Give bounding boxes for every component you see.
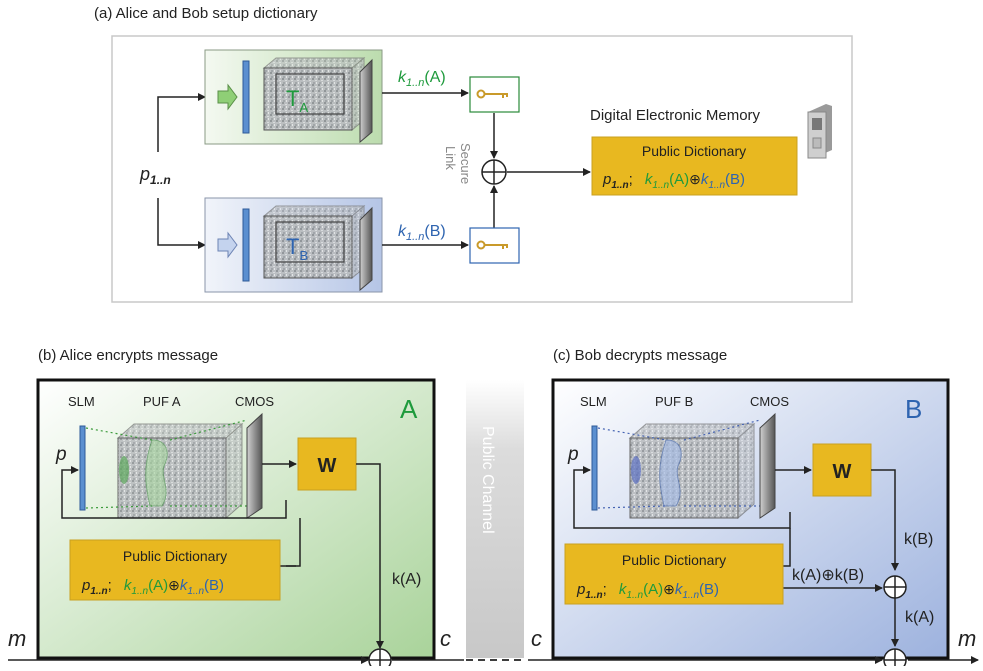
w-label: W — [318, 455, 337, 477]
dictionary-entry: p1..n; k1..n(A)⊕k1..n(B) — [576, 581, 719, 601]
panel-c-lines — [528, 466, 979, 664]
slm-label: SLM — [580, 394, 607, 409]
cmos-sensor — [759, 412, 776, 519]
panel-c-frame — [551, 378, 950, 660]
key-icon — [476, 240, 508, 250]
key-xor-label: k(A)⊕k(B) — [792, 567, 864, 584]
public-dictionary-a: Public Dictionary p1..n; k1..n(A)⊕k1..n(… — [591, 136, 798, 196]
token-b-device: TB — [204, 197, 383, 293]
xor-symbol — [368, 648, 392, 671]
panel-c-title: (c) Bob decrypts message — [553, 347, 727, 364]
arrow-in-icon — [217, 83, 238, 111]
slm-bar — [79, 425, 86, 511]
xor-symbol — [481, 159, 507, 185]
secure-link-label: Secure Link — [443, 143, 473, 188]
panel-c-corner: B — [905, 394, 922, 424]
w-box-b: W — [812, 443, 872, 497]
dictionary-title: Public Dictionary — [123, 548, 227, 564]
key-a-label: k1..n(A) — [398, 69, 446, 89]
server-icon — [807, 104, 832, 159]
panel-a-input-p: p1..n — [139, 164, 171, 187]
slm-bar — [591, 425, 598, 511]
w-label: W — [833, 461, 852, 483]
panel-a-title: (a) Alice and Bob setup dictionary — [94, 5, 318, 22]
cmos-sensor — [246, 412, 263, 519]
cmos-sensor — [359, 58, 373, 144]
dictionary-title: Public Dictionary — [642, 143, 746, 159]
cipher-c-in: c — [531, 626, 542, 651]
panel-b-title: (b) Alice encrypts message — [38, 347, 218, 364]
input-p: p — [55, 444, 67, 465]
public-dictionary-b: Public Dictionary p1..n; k1..n(A)⊕k1..n(… — [69, 539, 281, 601]
cmos-label: CMOS — [750, 394, 789, 409]
dictionary-entry: p1..n; k1..n(A)⊕k1..n(B) — [81, 577, 224, 597]
input-p: p — [567, 444, 579, 465]
arrow-in-icon — [217, 231, 238, 259]
key-box-b — [469, 227, 520, 264]
key-a-label: k(A) — [905, 609, 934, 626]
key-b-label: k1..n(B) — [398, 223, 446, 243]
puf-b-device — [591, 412, 776, 520]
token-a-device: TA — [204, 49, 383, 145]
slm-bar — [242, 60, 250, 134]
dictionary-title: Public Dictionary — [622, 552, 726, 568]
cmos-sensor — [359, 206, 373, 292]
slm-bar — [242, 208, 250, 282]
xor-symbol — [883, 648, 907, 671]
key-b-label: k(B) — [904, 531, 933, 548]
message-m-in: m — [8, 626, 26, 651]
memory-label: Digital Electronic Memory — [590, 107, 761, 124]
panel-b-frame — [36, 378, 436, 660]
key-box-a — [469, 76, 520, 113]
dictionary-entry: p1..n; k1..n(A)⊕k1..n(B) — [602, 171, 745, 191]
panel-a-key-lines — [382, 89, 591, 249]
token-b-label: TB — [286, 234, 308, 263]
puf-label: PUF A — [143, 394, 181, 409]
token-b-cube — [264, 216, 352, 278]
cipher-c-out: c — [440, 626, 451, 651]
public-channel — [466, 380, 524, 658]
xor-symbol — [883, 575, 907, 599]
key-icon — [476, 89, 508, 99]
panel-b-corner: A — [400, 394, 418, 424]
puf-label: PUF B — [655, 394, 693, 409]
token-a-label: TA — [286, 86, 308, 115]
cmos-label: CMOS — [235, 394, 274, 409]
panel-a-input-split — [157, 93, 206, 249]
w-box-a: W — [297, 437, 357, 491]
public-dictionary-c: Public Dictionary p1..n; k1..n(A)⊕k1..n(… — [564, 543, 784, 605]
public-channel-label: Public Channel — [479, 426, 496, 534]
slm-label: SLM — [68, 394, 95, 409]
panel-b-lines — [8, 460, 464, 664]
token-a-cube — [264, 68, 352, 130]
key-a-label: k(A) — [392, 571, 421, 588]
puf-a-device — [79, 412, 263, 520]
message-m-out: m — [958, 626, 976, 651]
